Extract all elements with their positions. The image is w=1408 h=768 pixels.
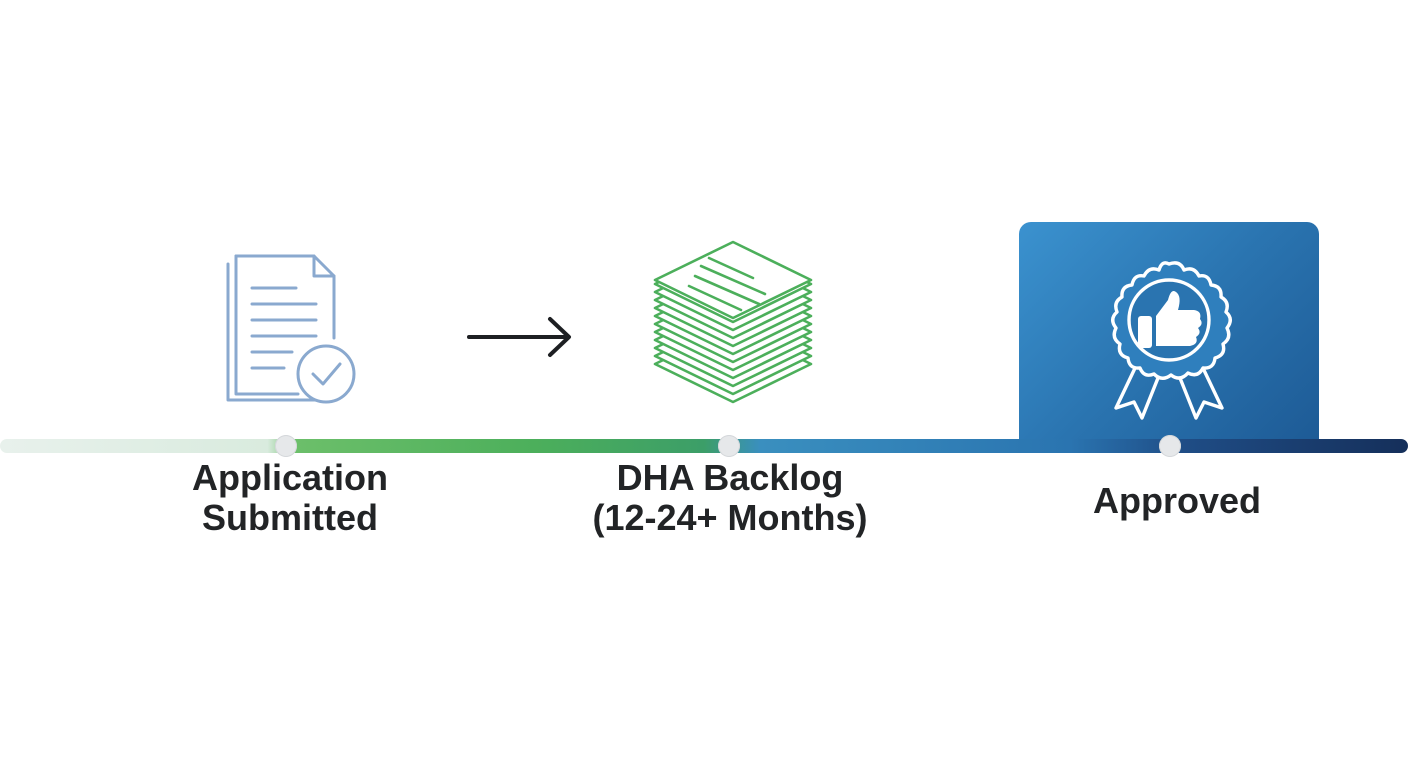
award-thumbs-up-icon [1111,261,1232,420]
timeline-bar [0,439,1408,453]
paper-stack-icon [653,240,813,404]
step-label-approved: Approved [1092,480,1261,521]
timeline-node-application-submitted [275,435,297,457]
step-label-dha-backlog: DHA Backlog (12-24+ Months) [592,457,868,538]
document-check-icon [226,254,356,404]
step-label-application-submitted: Application Submitted [192,457,388,538]
arrow-right-icon [467,317,571,357]
timeline-node-approved [1159,435,1181,457]
timeline-node-dha-backlog [718,435,740,457]
